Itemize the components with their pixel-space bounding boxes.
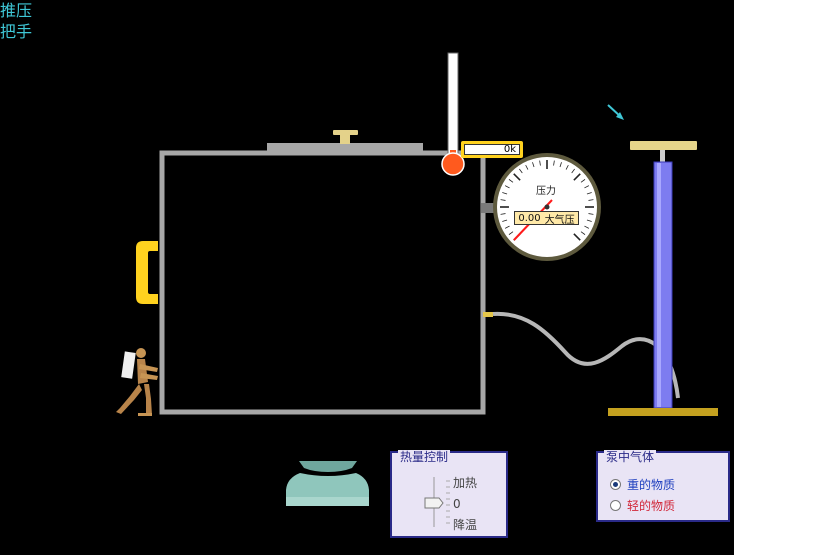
gauge-tick — [588, 213, 594, 215]
gauge-tick — [571, 168, 575, 174]
gauge-tick — [508, 231, 514, 235]
gauge-tick — [504, 185, 510, 189]
pump-gas-title: 泵中气体 — [604, 450, 657, 464]
gauge-tick — [525, 164, 529, 170]
radio-heavy-species[interactable]: 重的物质 — [610, 476, 675, 492]
gauge-tick — [588, 199, 594, 201]
thermometer-readout: 0k — [461, 141, 523, 158]
gauge-tick — [580, 179, 586, 183]
radio-heavy-species-button[interactable] — [610, 478, 621, 490]
slider-icon[interactable] — [392, 453, 506, 536]
gauge-tick — [565, 164, 569, 170]
pump-cylinder — [653, 161, 673, 409]
gauge-tick — [500, 199, 506, 201]
gauge-readout: 0.00 大气压 — [514, 211, 579, 226]
gauge-tick — [502, 192, 508, 195]
heat-option-heat: 加热 — [453, 476, 478, 490]
gauge-tick — [584, 225, 590, 229]
hose — [492, 311, 680, 399]
thermometer-icon — [441, 52, 465, 176]
thermometer-value: 0k — [464, 144, 520, 155]
gauge-tick — [553, 160, 555, 166]
heat-control-title: 热量控制 — [398, 450, 451, 464]
simulation-stage: 0k 压力 0.00 大气压 推压 把手 热量控制 加热 0 降温 — [0, 0, 734, 555]
heat-option-zero: 0 — [453, 497, 461, 511]
gauge-tick — [559, 162, 562, 168]
heat-slider-thumb[interactable] — [424, 497, 444, 509]
gauge-tick — [532, 162, 535, 168]
lid-knob[interactable] — [333, 130, 358, 144]
gauge-connector — [481, 203, 496, 213]
chamber-box — [159, 150, 486, 415]
gauge-tick — [502, 219, 508, 222]
push-handle-label-line-1: 推压 — [0, 1, 33, 20]
radio-light-species-label: 轻的物质 — [627, 498, 676, 513]
gauge-tick — [573, 233, 581, 241]
arrow-icon — [607, 104, 624, 120]
gauge-tick — [504, 225, 510, 229]
gauge-tick — [539, 160, 541, 166]
gauge-tick — [513, 173, 521, 181]
gauge-tick — [586, 219, 592, 222]
gauge-icon — [493, 153, 601, 261]
gauge-unit: 大气压 — [544, 214, 575, 226]
gauge-tick — [573, 173, 581, 181]
gauge-tick — [500, 213, 506, 215]
hose-valve — [483, 312, 493, 317]
gauge-title: 压力 — [536, 186, 556, 197]
pump-gas-panel: 泵中气体 重的物质 轻的物质 — [596, 450, 730, 522]
chamber-lid — [267, 143, 423, 153]
radio-heavy-species-label: 重的物质 — [627, 477, 676, 492]
scene-svg — [116, 52, 718, 506]
gauge-tick — [584, 185, 590, 189]
heat-control-panel: 热量控制 加热 0 降温 — [390, 450, 508, 538]
burner-icon[interactable] — [286, 461, 369, 506]
push-handle-label-line-2: 把手 — [0, 22, 33, 41]
push-handle-label: 推压 把手 — [0, 0, 734, 42]
pump-base — [608, 408, 718, 416]
radio-light-species[interactable]: 轻的物质 — [610, 497, 675, 513]
pump-icon[interactable] — [608, 141, 718, 416]
figure-icon — [116, 348, 158, 416]
gauge-tick — [508, 179, 514, 183]
gauge-tick — [519, 168, 523, 174]
pump-handle[interactable] — [630, 141, 697, 150]
heat-option-cool: 降温 — [453, 518, 478, 532]
gauge-reading: 0.00 — [518, 212, 541, 224]
chamber-side-handle[interactable] — [136, 241, 158, 304]
radio-light-species-button[interactable] — [610, 499, 621, 511]
gauge-tick — [586, 192, 592, 195]
gauge-tick — [580, 231, 586, 235]
